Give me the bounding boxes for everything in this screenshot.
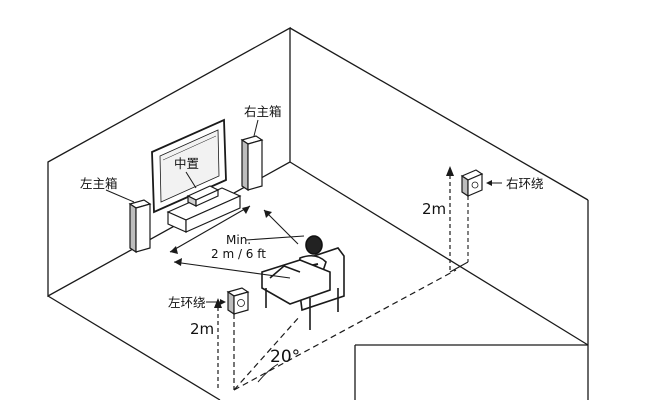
center-label: 中置 <box>174 156 199 171</box>
listener-sofa <box>261 235 345 330</box>
center-speaker <box>186 185 220 207</box>
arrow-right-icon <box>220 299 226 305</box>
tv-stand <box>166 187 242 233</box>
arrow-left-icon <box>486 180 492 186</box>
tv <box>151 118 227 214</box>
min-distance-label-1: Min. <box>226 233 251 247</box>
right-main-label: 右主箱 <box>244 104 282 119</box>
left-main-speaker <box>128 199 152 254</box>
min-distance-label-2: 2 m / 6 ft <box>211 247 266 261</box>
right-surround-speaker <box>460 169 484 198</box>
angle-label: 20° <box>270 347 300 367</box>
annotations <box>169 166 469 391</box>
left-height-label: 2m <box>190 320 214 338</box>
callout-arrows <box>105 119 502 305</box>
room-outline <box>47 26 589 401</box>
left-main-label: 左主箱 <box>80 176 118 191</box>
right-height-label: 2m <box>422 200 446 218</box>
left-surround-label: 左环绕 <box>168 295 206 310</box>
right-surround-label: 右环绕 <box>506 176 544 191</box>
right-main-speaker <box>240 135 264 192</box>
left-surround-speaker <box>226 287 250 316</box>
